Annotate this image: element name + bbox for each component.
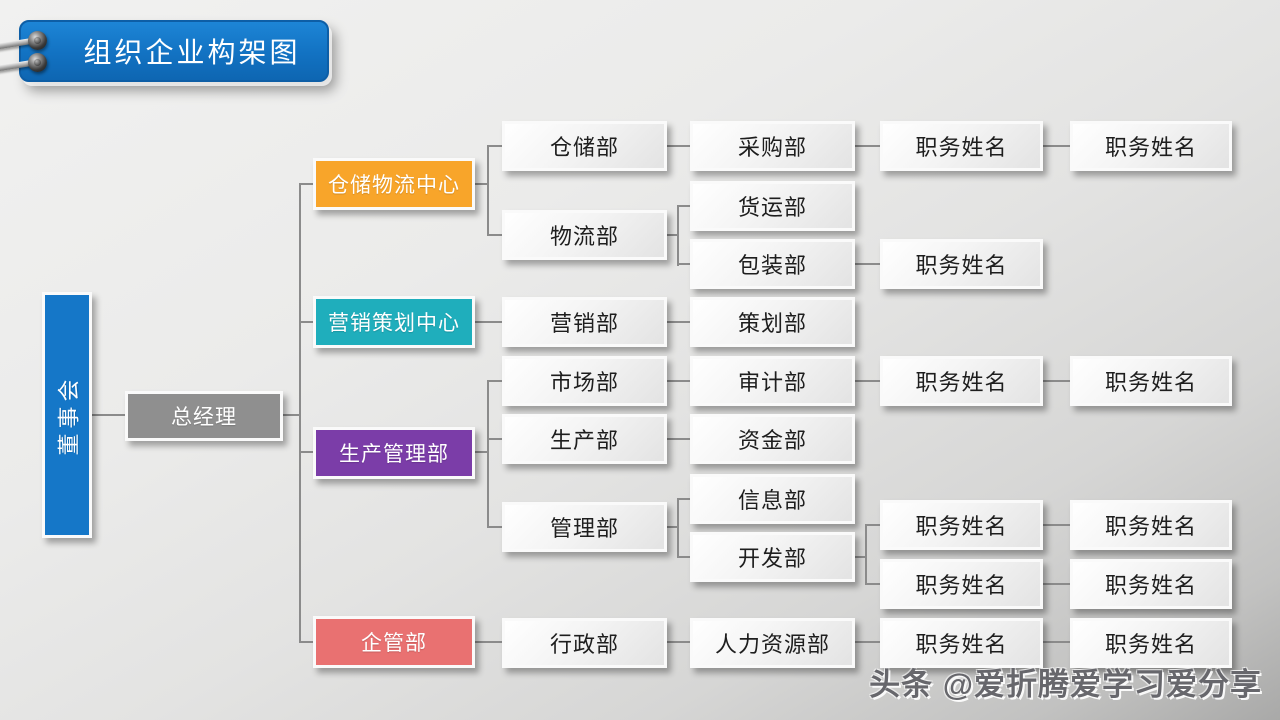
org-node-admin-dept: 行政部 [502, 618, 667, 668]
connector [677, 205, 690, 207]
org-node-management-dept: 管理部 [502, 502, 667, 552]
org-node-position-name: 职务姓名 [1070, 559, 1232, 609]
connector [1043, 380, 1070, 382]
org-node-production-management: 生产管理部 [313, 427, 475, 479]
connector [299, 451, 313, 453]
connector [865, 583, 880, 585]
connector [677, 556, 690, 558]
org-node-warehouse-logistics-center: 仓储物流中心 [313, 158, 475, 210]
connector [855, 263, 880, 265]
connector-spine [299, 183, 301, 643]
org-node-position-name: 职务姓名 [880, 618, 1043, 668]
org-node-position-name: 职务姓名 [880, 500, 1043, 550]
page-title: 组织企业构架图 [83, 37, 301, 68]
connector [475, 641, 502, 643]
connector [487, 145, 489, 236]
org-node-marketing-dept: 营销部 [502, 297, 667, 347]
org-node-position-name: 职务姓名 [880, 559, 1043, 609]
org-node-warehouse-dept: 仓储部 [502, 121, 667, 171]
binder-ring-icon [28, 53, 47, 72]
connector [487, 145, 502, 147]
connector [667, 641, 690, 643]
connector [677, 263, 690, 265]
connector [855, 145, 880, 147]
connector [487, 526, 502, 528]
org-node-general-manager: 总经理 [125, 391, 283, 441]
org-node-marketing-planning-center: 营销策划中心 [313, 296, 475, 348]
connector [677, 498, 690, 500]
org-node-position-name: 职务姓名 [880, 239, 1043, 289]
org-node-position-name: 职务姓名 [880, 121, 1043, 171]
connector [475, 321, 502, 323]
connector [475, 183, 489, 185]
connector [667, 321, 690, 323]
connector [855, 556, 867, 558]
org-node-finance-dept: 资金部 [690, 414, 855, 464]
org-node-market-dept: 市场部 [502, 356, 667, 406]
connector [1043, 145, 1070, 147]
connector [487, 438, 502, 440]
connector [855, 641, 880, 643]
org-node-position-name: 职务姓名 [880, 356, 1043, 406]
connector [677, 498, 679, 558]
connector [667, 526, 679, 528]
connector [487, 380, 502, 382]
connector [1043, 524, 1070, 526]
connector [92, 414, 125, 416]
org-node-packaging-dept: 包装部 [690, 239, 855, 289]
org-node-position-name: 职务姓名 [1070, 356, 1232, 406]
org-node-development-dept: 开发部 [690, 532, 855, 582]
org-node-enterprise-management: 企管部 [313, 616, 475, 668]
connector [1043, 583, 1070, 585]
org-node-information-dept: 信息部 [690, 474, 855, 524]
org-node-position-name: 职务姓名 [1070, 500, 1232, 550]
connector [667, 145, 690, 147]
connector [299, 183, 313, 185]
org-node-logistics-dept: 物流部 [502, 210, 667, 260]
connector [283, 414, 301, 416]
connector [299, 321, 313, 323]
connector [865, 524, 880, 526]
connector [299, 641, 313, 643]
org-node-purchasing-dept: 采购部 [690, 121, 855, 171]
connector [487, 234, 502, 236]
connector [1043, 641, 1070, 643]
org-node-freight-dept: 货运部 [690, 181, 855, 231]
connector [865, 524, 867, 585]
org-node-hr-dept: 人力资源部 [690, 618, 855, 668]
connector [677, 205, 679, 266]
org-node-board: 董事会 [42, 292, 92, 538]
org-node-position-name: 职务姓名 [1070, 121, 1232, 171]
binder-ring-icon [28, 31, 47, 50]
connector [475, 451, 489, 453]
connector [855, 380, 880, 382]
org-node-position-name: 职务姓名 [1070, 618, 1232, 668]
org-node-production-dept: 生产部 [502, 414, 667, 464]
org-node-planning-dept: 策划部 [690, 297, 855, 347]
org-node-audit-dept: 审计部 [690, 356, 855, 406]
watermark-text: 头条 @爱折腾爱学习爱分享 [869, 667, 1262, 702]
connector [667, 234, 679, 236]
title-banner: 组织企业构架图 [19, 20, 329, 82]
connector [667, 438, 690, 440]
connector [667, 380, 690, 382]
connector [487, 380, 489, 528]
org-node-board-label: 董事会 [56, 374, 82, 456]
